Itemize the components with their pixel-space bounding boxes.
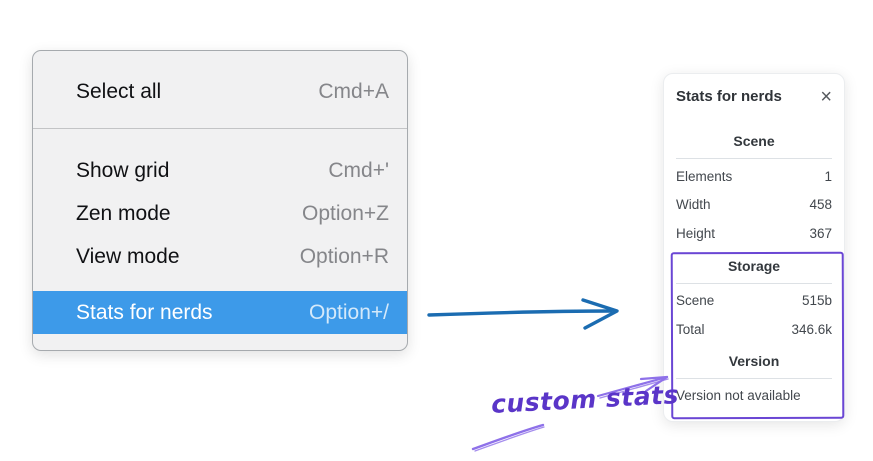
menu-item-label: Stats for nerds [76,300,213,324]
annotation-arrow-head [596,375,669,399]
stat-value: 346.6k [791,321,832,337]
stat-label: Elements [676,168,733,184]
menu-item-select-all[interactable]: Select all Cmd+A [33,67,407,117]
panel-title: Stats for nerds [676,88,782,105]
close-icon[interactable]: × [820,86,832,108]
stats-panel-header: Stats for nerds × [664,74,844,107]
menu-item-label: Show grid [76,158,170,182]
menu-item-label: Select all [76,80,162,103]
stat-label: Width [676,197,711,213]
context-menu: Select all Cmd+A Show grid Cmd+' Zen mod… [32,50,408,351]
section-heading-scene: Scene [733,133,775,149]
menu-item-shortcut: Option+Z [302,201,389,225]
menu-item-shortcut: Cmd+' [328,158,389,182]
stat-row-scene-storage: Scene 515b [664,287,844,316]
section-heading-version: Version [728,352,780,369]
stats-panel: Stats for nerds × Scene Elements 1 Width… [663,73,845,422]
stat-value: 515b [801,293,832,309]
pointer-arrow [427,298,619,330]
menu-item-zen-mode[interactable]: Zen mode Option+Z [33,192,407,235]
stat-value: 1 [824,168,832,184]
menu-separator [33,128,407,129]
stat-row-height: Height 367 [664,219,844,248]
menu-item-stats-for-nerds[interactable]: Stats for nerds Option+/ [33,291,407,334]
menu-item-view-mode[interactable]: View mode Option+R [33,235,407,278]
menu-item-label: Zen mode [76,201,171,225]
stat-label: Total [676,321,705,337]
menu-item-label: View mode [76,244,180,268]
stat-row-total-storage: Total 346.6k [664,315,844,344]
menu-item-show-grid[interactable]: Show grid Cmd+' [33,149,407,192]
stat-label: Height [676,225,716,241]
section-heading-storage: Storage [727,257,781,274]
stat-value: 458 [809,197,832,213]
section-divider [676,282,832,284]
section-divider [676,377,832,379]
stat-value: 367 [809,225,832,241]
menu-item-shortcut: Option+/ [309,300,389,324]
menu-section: Show grid Cmd+' Zen mode Option+Z View m… [33,129,407,334]
section-divider [676,158,832,159]
menu-item-shortcut: Option+R [299,244,389,268]
version-note: Version not available [676,388,801,403]
annotation-arrow-tail [471,423,545,452]
annotation-text: custom stats [490,380,680,419]
stat-row-elements: Elements 1 [664,162,844,191]
stat-row-width: Width 458 [664,191,844,220]
menu-item-shortcut: Cmd+A [318,80,389,103]
stat-label: Scene [676,293,715,309]
